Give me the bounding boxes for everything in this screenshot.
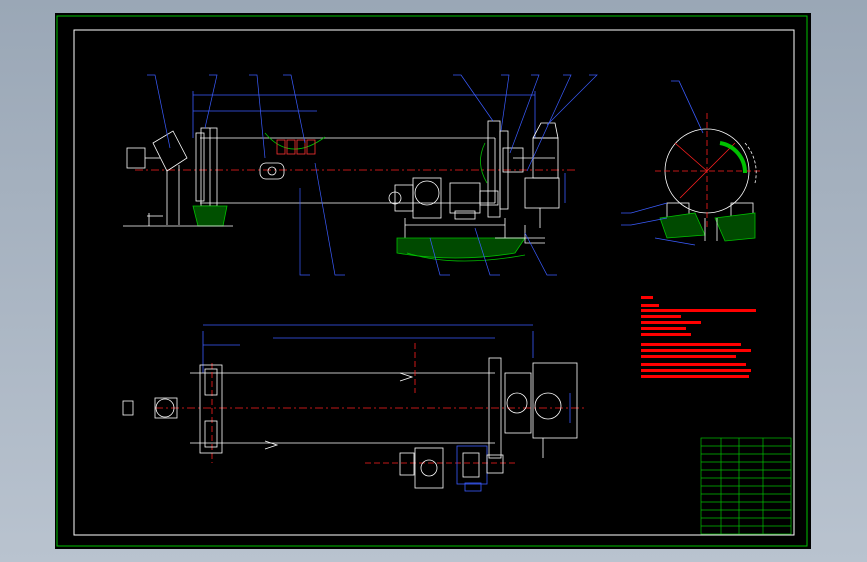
plan-view <box>122 324 585 492</box>
outer-border <box>56 15 808 547</box>
end-section-view <box>621 80 760 246</box>
front-balloon-leaders <box>147 74 598 276</box>
front-elevation-view <box>123 91 575 262</box>
inner-border <box>73 29 795 536</box>
drawing-canvas <box>56 15 808 547</box>
title-block <box>700 437 792 535</box>
technical-notes-block <box>641 296 756 378</box>
drawing-sheet <box>55 13 811 549</box>
